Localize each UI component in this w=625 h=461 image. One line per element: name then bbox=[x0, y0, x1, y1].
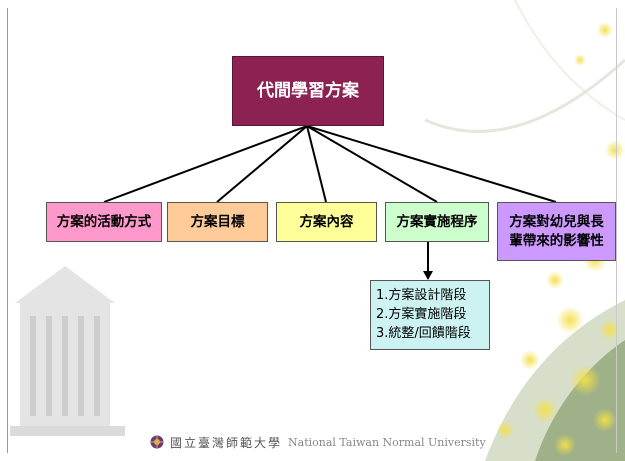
child-node-label-line-1: 方案對幼兒與長 bbox=[509, 213, 604, 230]
child-node-label: 方案的活動方式 bbox=[56, 213, 152, 230]
child-node-label-line-2: 輩帶來的影響性 bbox=[509, 232, 604, 249]
arrow-head-icon bbox=[423, 271, 433, 280]
child-node-impact: 方案對幼兒與長 輩帶來的影響性 bbox=[497, 202, 616, 261]
root-node: 代間學習方案 bbox=[232, 56, 384, 126]
building-background-image bbox=[10, 266, 125, 436]
child-node-label: 方案目標 bbox=[190, 213, 245, 230]
connector-to-child-5 bbox=[306, 125, 557, 203]
child-node-activity-methods: 方案的活動方式 bbox=[46, 202, 162, 242]
footer: 國立臺灣師範大學 National Taiwan Normal Universi… bbox=[150, 431, 510, 453]
procedure-step-1: 1.方案設計階段 bbox=[376, 288, 467, 303]
root-node-label: 代間學習方案 bbox=[257, 80, 359, 101]
slide-frame bbox=[7, 8, 617, 453]
university-logo-icon bbox=[150, 435, 164, 449]
child-node-procedure: 方案實施程序 bbox=[385, 202, 489, 242]
connector-to-child-3 bbox=[306, 125, 327, 203]
university-name-english: National Taiwan Normal University bbox=[288, 435, 486, 449]
child-node-label: 方案內容 bbox=[299, 213, 354, 230]
connector-to-child-1 bbox=[103, 125, 308, 203]
procedure-steps-box: 1.方案設計階段 2.方案實施階段 3.統整/回饋階段 bbox=[370, 280, 490, 350]
flower-background-image bbox=[424, 0, 625, 461]
connector-to-child-4 bbox=[306, 125, 438, 203]
connector-to-child-2 bbox=[216, 125, 308, 203]
procedure-step-3: 3.統整/回饋階段 bbox=[376, 326, 471, 341]
child-node-goals: 方案目標 bbox=[167, 202, 268, 242]
procedure-step-2: 2.方案實施階段 bbox=[376, 307, 467, 322]
child-node-label: 方案實施程序 bbox=[396, 213, 478, 230]
child-node-content: 方案內容 bbox=[276, 202, 377, 242]
university-name-chinese: 國立臺灣師範大學 bbox=[170, 435, 283, 450]
